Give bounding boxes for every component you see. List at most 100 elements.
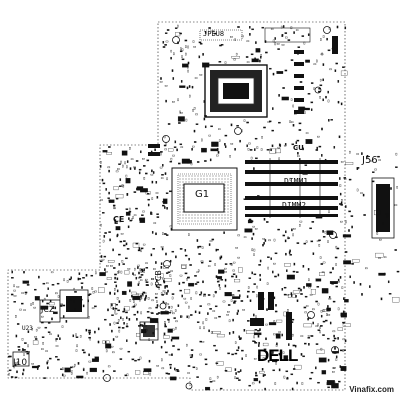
bga-ball xyxy=(179,211,181,213)
smd-component xyxy=(187,276,190,279)
smd-component xyxy=(120,160,122,164)
bga-ball xyxy=(215,214,217,216)
smd-component xyxy=(152,248,155,250)
smd-component xyxy=(119,178,122,181)
smd-component xyxy=(198,245,202,248)
smd-component xyxy=(166,285,168,288)
smd-component xyxy=(134,303,137,306)
smd-component xyxy=(237,371,240,373)
smd-component xyxy=(259,273,261,277)
smd-component xyxy=(13,365,15,369)
smd-component xyxy=(214,32,217,35)
bga-ball xyxy=(227,205,229,207)
smd-component xyxy=(190,297,192,300)
smd-component xyxy=(378,159,381,161)
smd-component xyxy=(217,278,221,281)
smd-component xyxy=(107,166,111,169)
smd-component xyxy=(269,148,277,154)
smd-component xyxy=(40,305,49,310)
bga-ball xyxy=(227,217,229,219)
smd-component xyxy=(169,363,172,366)
smd-component xyxy=(340,70,348,76)
smd-component xyxy=(299,224,301,227)
smd-component xyxy=(140,274,144,276)
smd-component xyxy=(23,353,25,356)
smd-component xyxy=(115,226,121,231)
smd-component xyxy=(176,148,178,152)
bga-ball xyxy=(179,205,181,207)
smd-component xyxy=(255,157,258,160)
smd-component xyxy=(342,338,346,341)
smd-component xyxy=(192,109,194,112)
smd-component xyxy=(22,372,24,376)
smd-component xyxy=(200,261,204,264)
smd-component xyxy=(118,300,121,303)
smd-component xyxy=(115,303,118,306)
smd-component xyxy=(253,248,256,252)
smd-component xyxy=(119,240,123,243)
smd-component xyxy=(340,366,347,371)
smd-component xyxy=(321,154,323,157)
smd-component xyxy=(262,357,265,360)
smd-component xyxy=(327,314,331,316)
smd-component xyxy=(333,337,337,340)
smd-component xyxy=(270,353,273,355)
smd-component xyxy=(247,148,250,151)
bga-ball xyxy=(203,214,205,216)
bga-ball xyxy=(212,178,214,180)
smd-component xyxy=(55,292,58,295)
smd-component xyxy=(35,328,38,332)
smd-component xyxy=(104,318,107,321)
smd-component xyxy=(205,386,211,391)
smd-component xyxy=(268,322,277,326)
smd-component xyxy=(244,228,253,233)
smd-component xyxy=(342,321,345,324)
smd-component xyxy=(340,102,343,106)
smd-component xyxy=(78,278,82,280)
smd-component xyxy=(259,259,262,263)
smd-component xyxy=(356,188,359,192)
bga-ball xyxy=(191,214,193,216)
smd-component xyxy=(190,314,193,316)
smd-component xyxy=(196,161,200,163)
smd-component xyxy=(165,141,167,145)
smd-component xyxy=(209,308,212,310)
smd-component xyxy=(26,352,29,355)
smd-component xyxy=(21,292,24,294)
smd-component xyxy=(47,331,51,333)
smd-component xyxy=(216,280,220,283)
smd-component xyxy=(135,370,141,375)
smd-component xyxy=(225,367,232,372)
smd-component xyxy=(396,270,400,273)
smd-component xyxy=(158,287,160,290)
smd-component xyxy=(313,63,317,65)
smd-component xyxy=(390,187,392,190)
smd-component xyxy=(227,352,230,355)
smd-component xyxy=(271,129,274,132)
smd-component xyxy=(151,197,154,200)
smd-component xyxy=(145,172,148,175)
smd-component xyxy=(339,184,342,187)
smd-component xyxy=(149,318,159,324)
smd-component xyxy=(202,321,204,325)
smd-component xyxy=(126,165,128,169)
bga-ball xyxy=(197,178,199,180)
smd-component xyxy=(107,260,115,263)
smd-component xyxy=(342,323,351,327)
smd-component xyxy=(97,327,100,331)
smd-component xyxy=(310,371,314,374)
smd-component xyxy=(105,343,112,349)
smd-component xyxy=(327,358,330,362)
smd-component xyxy=(351,225,353,229)
bga-ball xyxy=(218,220,220,222)
bga-ball xyxy=(197,214,199,216)
smd-component xyxy=(199,340,202,343)
smd-component xyxy=(196,321,200,323)
smd-component xyxy=(72,334,75,338)
smd-component xyxy=(217,151,220,154)
smd-component xyxy=(224,145,227,148)
smd-component xyxy=(231,56,240,59)
smd-component xyxy=(137,266,139,269)
smd-component xyxy=(298,129,302,131)
